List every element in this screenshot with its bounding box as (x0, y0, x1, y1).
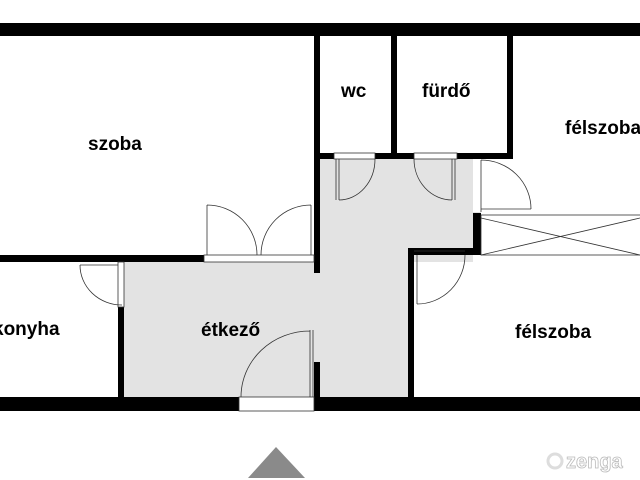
bottom-wall-right (314, 397, 640, 411)
walls (0, 23, 640, 411)
room-label-furdo: fürdő (422, 81, 471, 102)
north-arrow-icon (248, 447, 305, 478)
zenga-logo: zenga (546, 451, 624, 473)
room-label-konyha: konyha (0, 319, 60, 340)
furdo-right-wall (507, 36, 513, 159)
logo-text: zenga (566, 451, 624, 473)
room-label-felszoba-top: félszoba (565, 118, 640, 139)
shaded-floor (124, 159, 481, 397)
felszoba-left-wall (408, 248, 414, 398)
room-label-felszoba-bottom: félszoba (515, 322, 591, 343)
szoba-bottom-wall (0, 255, 204, 262)
doors (79, 152, 640, 412)
wc-furdo-divider (391, 36, 397, 159)
hall-left-wall-lower (314, 362, 320, 398)
bottom-wall-left (0, 397, 239, 411)
room-label-etkezo: étkező (201, 320, 260, 341)
room-label-szoba: szoba (88, 134, 142, 155)
konyha-wall (118, 307, 124, 397)
top-wall (0, 23, 640, 36)
room-label-wc: wc (340, 81, 367, 102)
hall-right-wall (473, 213, 481, 255)
logo-mark-icon (546, 452, 564, 470)
